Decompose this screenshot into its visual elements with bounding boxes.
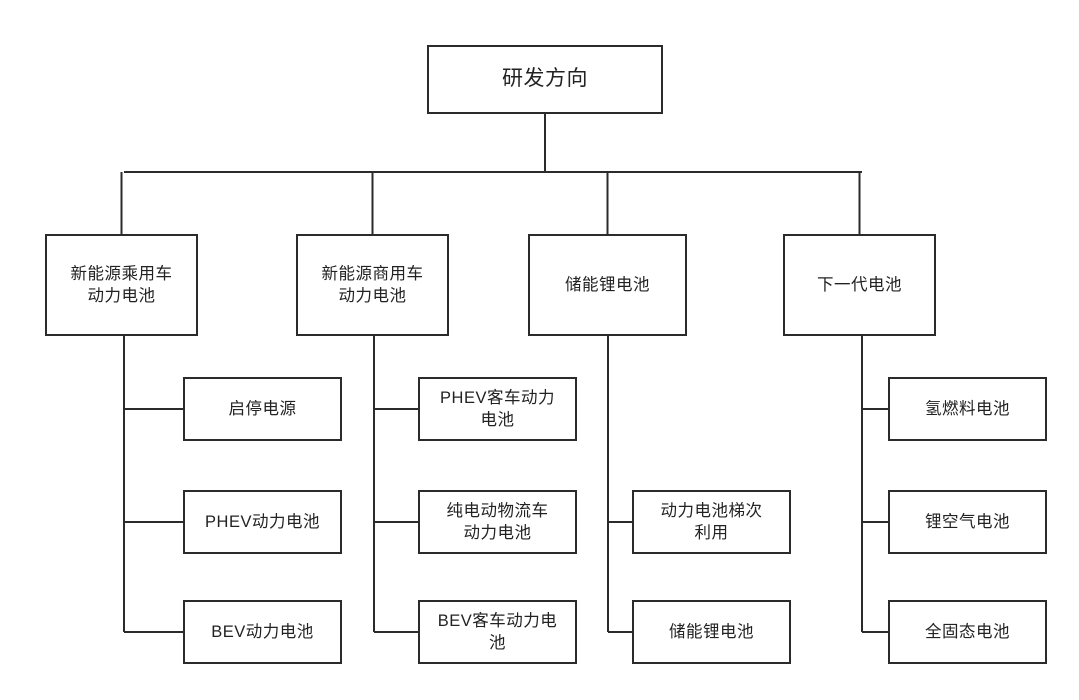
node-branch-3-child-2[interactable]: 储能锂电池	[632, 600, 791, 664]
node-branch-4-child-3[interactable]: 全固态电池	[888, 600, 1047, 664]
node-branch-4-child-2[interactable]: 锂空气电池	[888, 490, 1047, 554]
node-branch-1-child-1[interactable]: 启停电源	[183, 377, 342, 441]
node-branch-3[interactable]: 储能锂电池	[528, 234, 687, 336]
node-branch-1[interactable]: 新能源乘用车 动力电池	[45, 234, 198, 336]
node-branch-1-child-3[interactable]: BEV动力电池	[183, 600, 342, 664]
node-branch-2[interactable]: 新能源商用车 动力电池	[296, 234, 449, 336]
node-root[interactable]: 研发方向	[427, 45, 663, 114]
node-branch-2-child-2[interactable]: 纯电动物流车 动力电池	[418, 490, 577, 554]
node-branch-2-child-3[interactable]: BEV客车动力电 池	[418, 600, 577, 664]
node-branch-3-child-1[interactable]: 动力电池梯次 利用	[632, 490, 791, 554]
node-branch-4-child-1[interactable]: 氢燃料电池	[888, 377, 1047, 441]
node-branch-2-child-1[interactable]: PHEV客车动力 电池	[418, 377, 577, 441]
node-branch-4[interactable]: 下一代电池	[783, 234, 936, 336]
node-branch-1-child-2[interactable]: PHEV动力电池	[183, 490, 342, 554]
